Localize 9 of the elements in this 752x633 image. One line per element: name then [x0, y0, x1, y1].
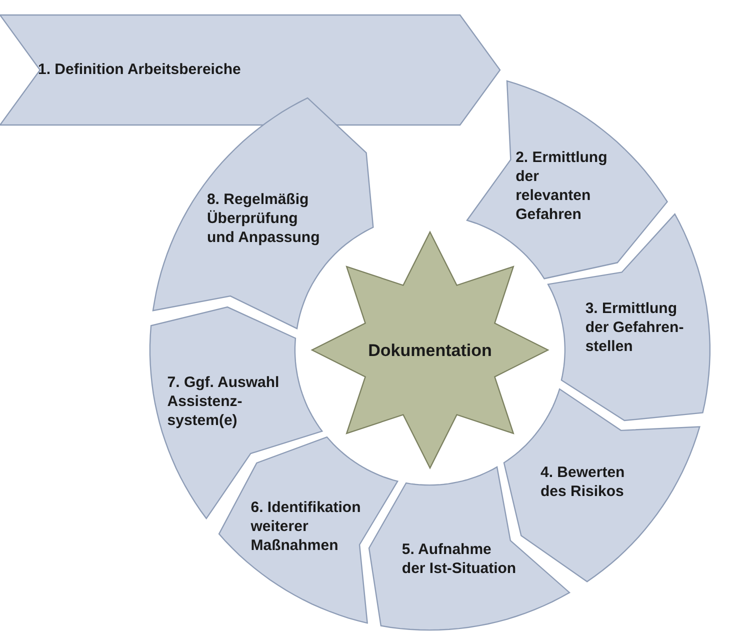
step-label: 6. Identifikation weiterer Maßnahmen — [250, 498, 362, 555]
step-label: 2. Ermittlung der relevanten Gefahren — [516, 148, 608, 224]
center-label: Dokumentation — [367, 340, 493, 360]
step-label: 8. Regelmäßig Überprüfung und Anpassung — [206, 190, 321, 247]
step-label: 7. Ggf. Auswahl Assistenz-system(e) — [167, 372, 280, 430]
step-label: 1. Definition Arbeitsbereiche — [38, 60, 242, 79]
step-label: 4. Bewerten des Risikos — [540, 462, 626, 501]
step-label: 5. Aufnahme der Ist-Situation — [402, 540, 517, 578]
step-label: 3. Ermittlung der Gefahren-stellen — [585, 299, 685, 356]
